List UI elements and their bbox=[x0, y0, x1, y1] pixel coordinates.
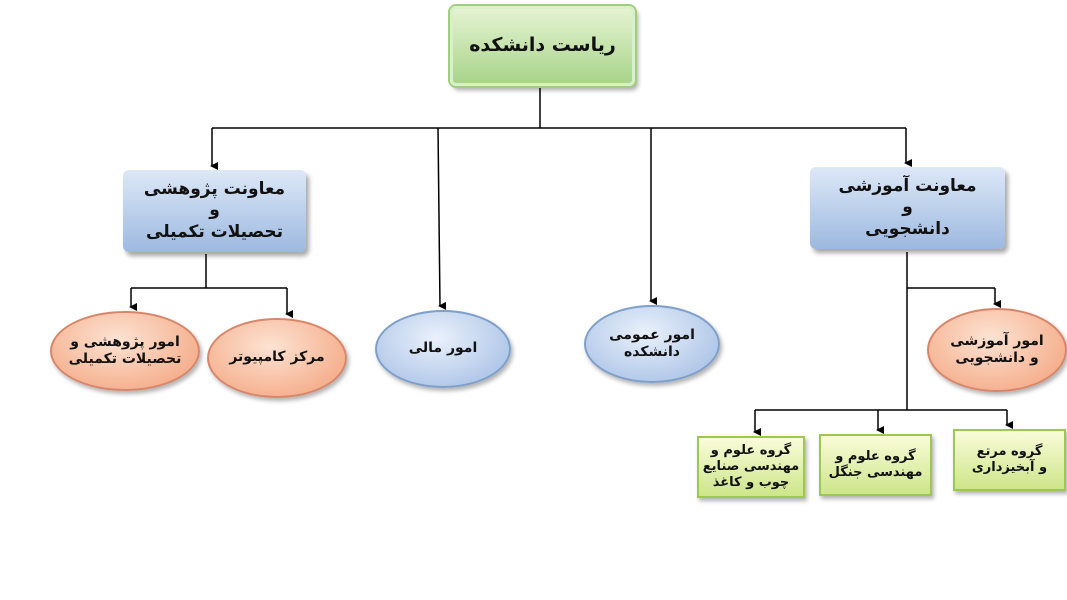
vice-research-node: معاونت پژوهشی و تحصيلات تکميلی bbox=[123, 170, 306, 252]
computer-center-node: مرکز کامپيوتر bbox=[207, 318, 347, 398]
research-affairs-node: امور پژوهشی و تحصيلات تکميلی bbox=[50, 311, 200, 391]
financial-affairs-node: امور مالی bbox=[375, 310, 511, 388]
root-node-faculty-head: رياست دانشکده bbox=[450, 6, 635, 86]
group-wood-paper-node: گروه علوم و مهندسی صنايع چوب و کاغذ bbox=[697, 436, 805, 498]
education-affairs-node: امور آموزشی و دانشجويی bbox=[927, 308, 1067, 392]
vice-education-node: معاونت آموزشی و دانشجويی bbox=[810, 167, 1005, 249]
general-affairs-node: امور عمومی دانشکده bbox=[584, 305, 720, 383]
group-forest-node: گروه علوم و مهندسی جنگل bbox=[819, 434, 932, 496]
group-range-watershed-node: گروه مرتع و آبخيزداری bbox=[953, 429, 1066, 491]
